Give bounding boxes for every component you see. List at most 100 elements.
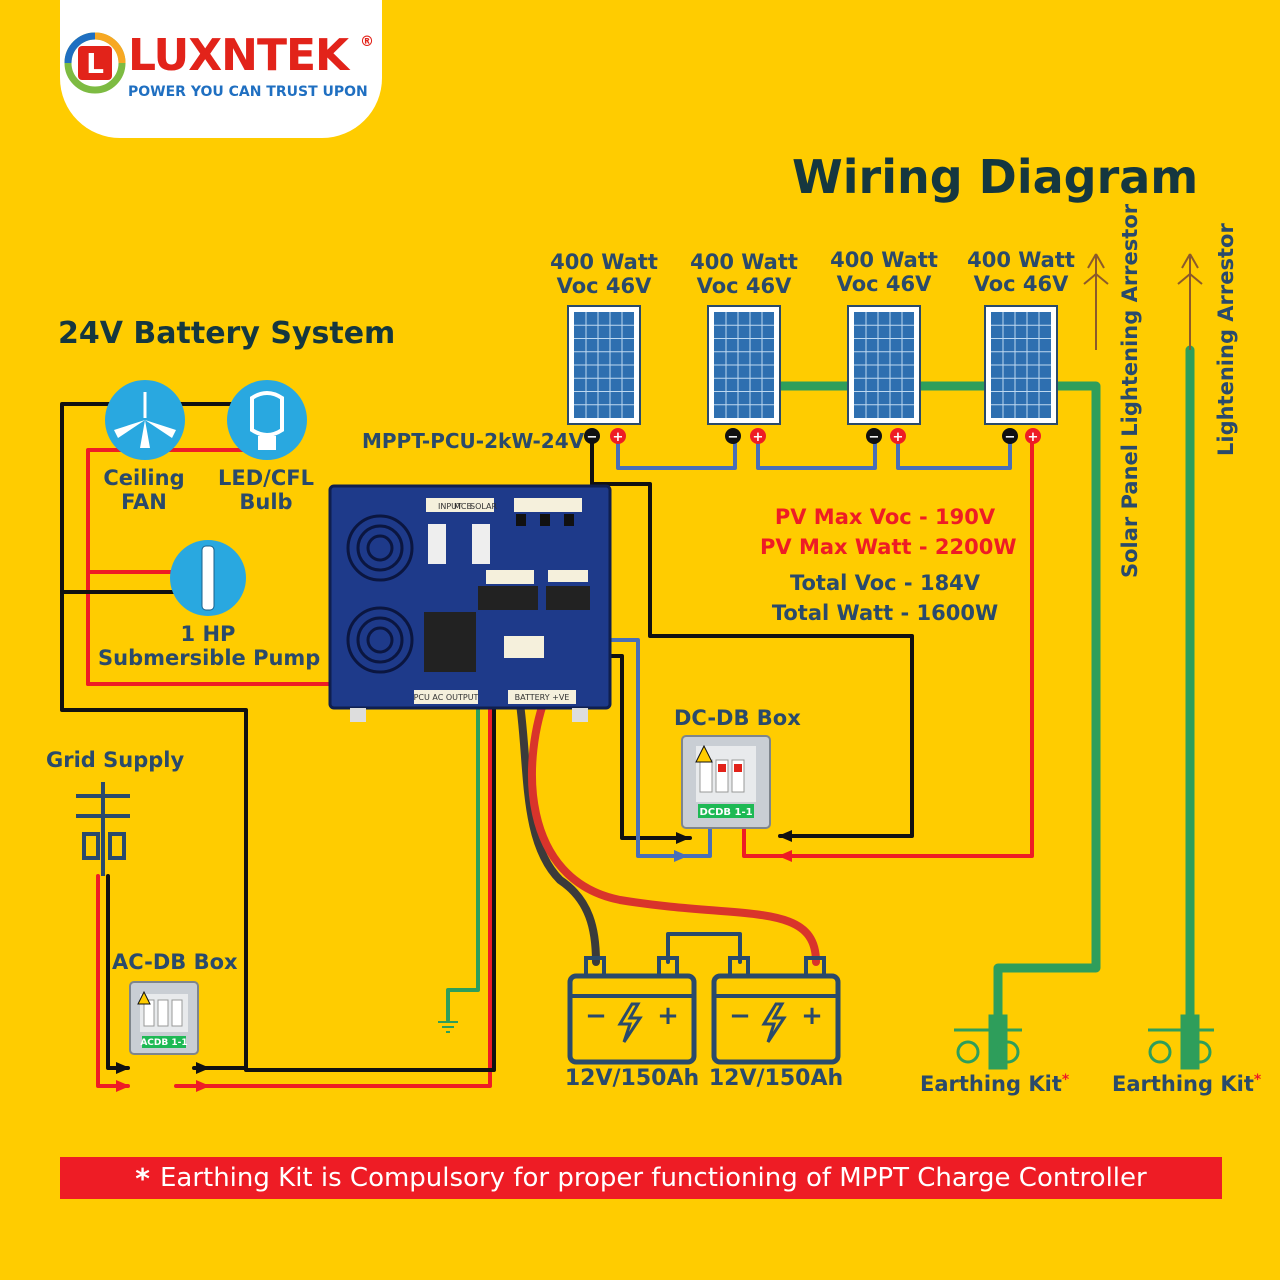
panel-1-label: 400 Watt Voc 46V — [548, 250, 660, 298]
brand-name: LUXNTEK — [128, 30, 349, 81]
panel-2-voc: Voc 46V — [696, 274, 792, 299]
acdb-label: AC-DB Box — [112, 950, 238, 974]
lightning-bolt-icon — [617, 1002, 643, 1043]
battery-1-label: 12V/150Ah — [564, 1066, 700, 1091]
footer-star: * — [135, 1161, 150, 1195]
pcu-solar-mcb-label: SOLAR — [470, 502, 497, 511]
load-neutral-wire — [60, 402, 272, 594]
pcu-ac-output-neutral — [60, 590, 248, 1070]
panel-1-watt: 400 Watt — [550, 250, 658, 274]
panel-4-watt: 400 Watt — [967, 248, 1075, 272]
pcu-input-mcb[interactable] — [428, 524, 446, 564]
pcu-solar-mcb[interactable] — [472, 524, 490, 564]
lightning-arrestor-rod-icon — [1083, 253, 1109, 350]
pcu-mcb-label: MCB — [454, 502, 472, 511]
earthing-kit-icon — [1148, 1014, 1214, 1070]
pcu-switch[interactable] — [540, 514, 550, 526]
warning-icon — [695, 744, 713, 763]
footer-banner: * Earthing Kit is Compulsory for proper … — [60, 1157, 1222, 1199]
ground-symbol-icon — [438, 1021, 458, 1033]
pcu-ac-socket — [424, 612, 476, 672]
lightning-arrestor-rod-icon — [1177, 253, 1203, 350]
mppt-pcu-unit: INPUT MCB SOLAR PCU AC OUTPUT BATTERY +V… — [328, 484, 612, 722]
panel-3-positive-symbol: + — [893, 430, 904, 445]
pcu-ac-output-label: PCU AC OUTPUT — [414, 693, 479, 702]
battery-1: − + — [567, 956, 697, 1065]
pump-label: 1 HP Submersible Pump — [98, 622, 321, 671]
earthing-kit-1-text: Earthing Kit — [920, 1072, 1062, 1096]
bulb-label-line1: LED/CFL — [218, 466, 314, 490]
panel-2-negative-symbol: − — [728, 430, 739, 445]
pcu-input-mcb-label: INPUT — [438, 502, 462, 511]
panel-2-label: 400 Watt Voc 46V — [688, 250, 800, 298]
panel-series-link — [756, 438, 877, 470]
panel-4-negative-symbol: − — [1005, 430, 1016, 445]
panel-1-voc: Voc 46V — [556, 274, 652, 299]
grid-phase-wire — [96, 874, 130, 1088]
total-watt: Total Watt - 1600W — [771, 601, 999, 625]
dcdb-box: DCDB 1-1 — [681, 735, 771, 829]
panel-2-positive-symbol: + — [753, 430, 764, 445]
battery-negative-cable — [514, 686, 600, 966]
panel-2-watt: 400 Watt — [690, 250, 798, 274]
cooling-fan-icon — [346, 514, 414, 674]
panel-1-negative-symbol: − — [587, 430, 598, 445]
pump-label-line2: Submersible Pump — [98, 646, 321, 671]
acdb-tag: ACDB 1-1 — [140, 1038, 187, 1048]
dcdb-label: DC-DB Box — [674, 706, 801, 730]
pv-max-voc: PV Max Voc - 190V — [774, 505, 996, 529]
panel-4-label: 400 Watt Voc 46V — [965, 248, 1077, 296]
panel-series-link — [896, 438, 1012, 470]
panel-4-positive-symbol: + — [1028, 430, 1039, 445]
battery-1-minus: − — [585, 1001, 607, 1031]
total-voc: Total Voc - 184V — [789, 571, 981, 595]
earthing-kit-1-asterisk: * — [1061, 1072, 1070, 1088]
earth-wire-pcu — [446, 668, 480, 1022]
panel-series-link — [616, 438, 737, 470]
dcdb-to-pcu-blue — [576, 638, 712, 858]
battery-positive-cable — [528, 686, 820, 966]
ceiling-fan-icon — [105, 380, 185, 460]
pv-positive-wire — [742, 438, 1034, 858]
brand-tagline: POWER YOU CAN TRUST UPON — [128, 84, 368, 100]
earth-wire-panels — [775, 381, 1101, 1023]
luxntek-logo-icon: L — [64, 32, 126, 94]
panel-3-label: 400 Watt Voc 46V — [828, 248, 940, 296]
panel-3-voc: Voc 46V — [836, 272, 932, 297]
battery-link-cable — [666, 932, 742, 964]
load-phase-wire — [86, 448, 272, 686]
pv-negative-wire — [590, 438, 914, 838]
pcu-battery-label: BATTERY +VE — [515, 693, 570, 702]
pump-label-line1: 1 HP — [180, 622, 236, 646]
solar-panel-arrestor-label: Solar Panel Lightening Arrestor — [1118, 203, 1142, 578]
bulb-label: LED/CFL Bulb — [216, 466, 316, 514]
system-label: 24V Battery System — [58, 316, 396, 351]
pcu-switch[interactable] — [564, 514, 574, 526]
earthing-kit-icon — [954, 1014, 1022, 1070]
registered-mark: ® — [360, 34, 374, 50]
panel-3-negative-symbol: − — [869, 430, 880, 445]
battery-1-plus: + — [657, 1001, 679, 1031]
logo-letter: L — [86, 47, 104, 80]
fan-label-line2: FAN — [121, 490, 167, 515]
acdb-box: ACDB 1-1 — [129, 981, 199, 1055]
inverter-model-label: MPPT-PCU-2kW-24V — [362, 429, 585, 453]
panel-1-positive-symbol: + — [613, 430, 624, 445]
battery-2: − + — [711, 956, 841, 1065]
utility-pole-icon — [76, 782, 130, 876]
battery-2-minus: − — [729, 1001, 751, 1031]
footer-text: Earthing Kit is Compulsory for proper fu… — [159, 1163, 1147, 1193]
dcdb-tag: DCDB 1-1 — [699, 807, 752, 818]
arrestor-label: Lightening Arrestor — [1214, 223, 1238, 456]
arrow-heads — [116, 830, 792, 1092]
fan-label: Ceiling FAN — [94, 466, 194, 514]
earthing-kit-2-text: Earthing Kit — [1112, 1072, 1254, 1096]
pcu-switch[interactable] — [516, 514, 526, 526]
pcu-ac-terminal-block — [478, 586, 538, 610]
battery-2-plus: + — [801, 1001, 823, 1031]
pcu-ac-input-neutral — [244, 658, 496, 1072]
panel-4-voc: Voc 46V — [973, 272, 1069, 297]
lightning-bolt-icon — [761, 1002, 787, 1043]
submersible-pump-icon — [170, 540, 246, 616]
